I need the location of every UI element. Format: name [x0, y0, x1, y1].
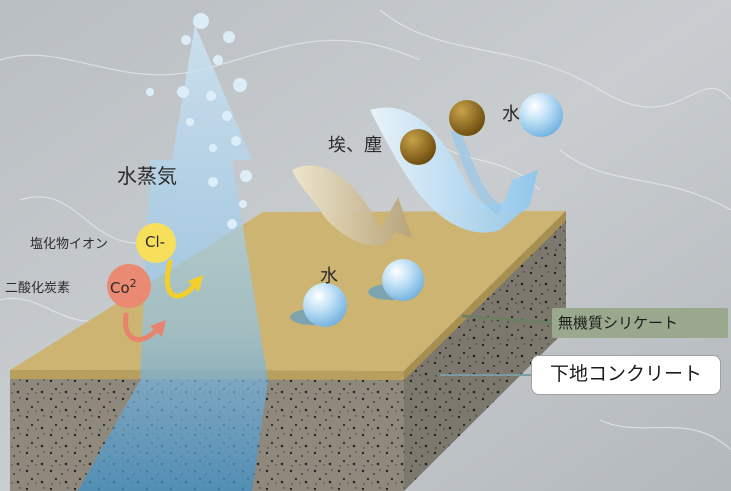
coating-layer-right	[404, 211, 566, 380]
dust-label: 埃、塵	[328, 135, 382, 156]
dust-particle	[400, 129, 436, 165]
chloride-label: 塩化物イオン	[30, 237, 109, 252]
vapor-bubbles	[146, 13, 252, 229]
co2-label: 二酸化炭素	[5, 281, 71, 296]
inorganic-silicate-tag: 無機質シリケート	[552, 308, 728, 338]
co2-symbol: Co2	[110, 277, 137, 297]
co2-subscript: 2	[129, 277, 137, 290]
co2-arrow	[123, 312, 161, 342]
silicate-leader-line	[461, 314, 553, 325]
chloride-arrow	[164, 259, 199, 299]
co2-circle	[107, 264, 151, 308]
chloride-symbol: Cl-	[145, 233, 166, 251]
base-concrete-tag: 下地コンクリート	[531, 355, 721, 395]
water-label-surface: 水	[320, 266, 338, 287]
dust-arrow	[292, 165, 412, 246]
water-vapor-label: 水蒸気	[117, 164, 177, 188]
water-droplet	[519, 93, 563, 137]
water-label-top: 水	[502, 104, 520, 125]
slab-right-face	[404, 211, 566, 491]
dust-particle	[449, 100, 485, 136]
surface-water-droplet	[303, 283, 347, 327]
chloride-ion-circle	[136, 223, 176, 263]
slab-right-shade	[404, 211, 566, 491]
surface-water-droplet	[382, 259, 424, 301]
water-vapor-arrow	[78, 25, 268, 491]
